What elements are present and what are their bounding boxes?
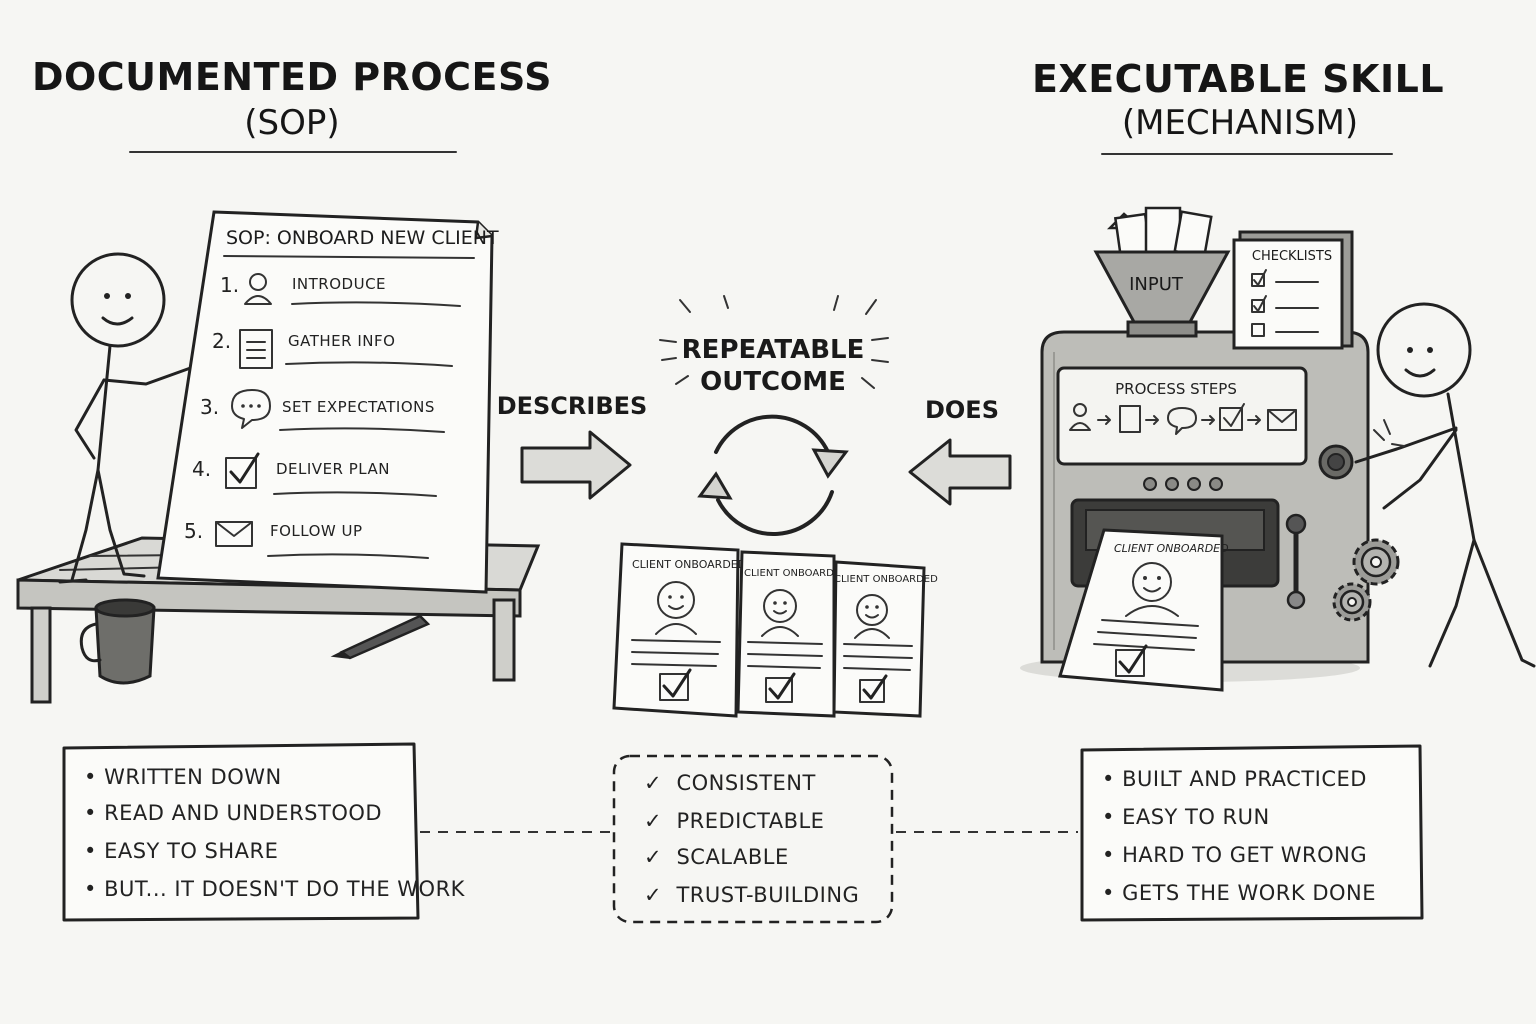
center-check-1: ✓ Consistent — [644, 771, 816, 795]
sop-title: SOP: Onboard New Client — [226, 227, 499, 249]
arrow-icon — [1097, 415, 1111, 425]
sop-step-number: 5. — [184, 519, 203, 543]
sop-step-label: Deliver Plan — [276, 460, 390, 478]
stick-figure-operator — [1354, 302, 1536, 668]
checkbox-icon — [659, 668, 692, 701]
arrow-icon — [1201, 415, 1215, 425]
sop-step-number: 4. — [192, 457, 211, 481]
arrow-left-icon — [908, 438, 1012, 506]
left-bullet-4: • But... it doesn't do the work — [84, 877, 466, 901]
left-bullet-1: • Written down — [84, 765, 282, 789]
left-subtitle: (SOP) — [244, 103, 339, 143]
burst-lines — [659, 295, 889, 389]
sop-step-1: 1. Introduce — [220, 273, 461, 307]
sop-document: SOP: Onboard New Client — [156, 210, 499, 594]
pen-icon — [330, 614, 431, 660]
smiley-face-icon — [761, 589, 799, 637]
checkbox-icon — [1115, 644, 1148, 677]
center-checks-box: ✓ Consistent ✓ Predictable ✓ Scalable ✓ … — [612, 754, 894, 924]
client-card-3: Client Onboarded — [832, 560, 938, 718]
checkbox-icon — [765, 672, 796, 703]
sop-step-label: Introduce — [292, 275, 386, 293]
document-icon — [239, 329, 273, 369]
machine-indicator-light — [1143, 477, 1157, 491]
checkbox-icon — [1251, 269, 1319, 287]
sop-step-label: Follow Up — [270, 522, 363, 540]
stick-figure-presenter — [58, 252, 204, 584]
client-card-1: Client Onboarded — [612, 542, 746, 718]
right-bullet-3: • Hard to get wrong — [1102, 843, 1367, 867]
left-title: Documented Process — [32, 55, 552, 99]
checkbox-icon — [1251, 295, 1319, 313]
sop-step-number: 1. — [220, 273, 239, 297]
sop-step-4: 4. Deliver Plan — [192, 452, 437, 497]
left-bullet-3: • Easy to share — [84, 839, 278, 863]
coffee-mug-icon — [79, 598, 156, 685]
arrow-icon — [1145, 415, 1159, 425]
right-bullet-2: • Easy to run — [1102, 805, 1270, 829]
machine-indicator-light — [1165, 477, 1179, 491]
envelope-icon — [1267, 409, 1297, 431]
process-steps-screen — [1056, 366, 1308, 466]
gear-icon — [1352, 538, 1400, 586]
sop-step-number: 2. — [212, 329, 231, 353]
input-label: Input — [1129, 274, 1184, 295]
card-label: Client Onboarded — [632, 558, 746, 571]
process-steps-label: Process Steps — [1115, 380, 1237, 398]
checkbox-icon — [859, 674, 888, 703]
envelope-icon — [215, 521, 253, 547]
sop-step-number: 3. — [200, 395, 219, 419]
input-hopper: Input — [1093, 206, 1231, 338]
sop-step-3: 3. Set Expectations — [200, 389, 445, 433]
smiley-face-icon — [854, 594, 890, 639]
person-icon — [244, 273, 272, 305]
sop-step-5: 5. Follow Up — [184, 519, 429, 559]
machine-indicator-light — [1209, 477, 1223, 491]
checkbox-icon — [1251, 323, 1319, 337]
left-bullets-box: • Written down • Read and understood • E… — [62, 742, 466, 922]
sop-step-2: 2. Gather Info — [212, 329, 453, 369]
checklists-label: Checklists — [1252, 249, 1332, 264]
arrow-icon — [1247, 415, 1261, 425]
machine-indicator-light — [1187, 477, 1201, 491]
output-label: Client Onboarded — [1114, 542, 1229, 555]
card-label: Client Onboarded — [744, 568, 848, 579]
checkbox-icon — [1219, 407, 1243, 431]
speech-bubble-icon — [231, 389, 271, 429]
right-title: Executable Skill — [1032, 57, 1444, 101]
center-title-line1: Repeatable — [682, 335, 865, 365]
center-check-3: ✓ Scalable — [644, 845, 789, 869]
sop-step-label: Gather Info — [288, 332, 395, 350]
client-card-2: Client Onboarded — [736, 550, 848, 718]
lever-knob — [1285, 513, 1307, 535]
gear-icon — [1332, 582, 1372, 622]
center-title-line2: Outcome — [700, 367, 846, 397]
output-document: Client Onboarded — [1058, 528, 1229, 692]
smiley-face-icon — [655, 581, 697, 635]
arrow-right-icon — [520, 430, 632, 500]
does-label: Does — [925, 396, 999, 424]
center-check-4: ✓ Trust-building — [644, 883, 859, 907]
cycle-arrows-icon — [697, 414, 849, 536]
describes-label: Describes — [497, 392, 648, 420]
checkbox-icon — [225, 452, 260, 489]
sop-step-label: Set Expectations — [282, 398, 435, 416]
right-bullets-box: • Built and practiced • Easy to run • Ha… — [1080, 744, 1424, 922]
document-icon — [1119, 405, 1141, 433]
center-check-2: ✓ Predictable — [644, 809, 824, 833]
checklists-board: Checklists — [1232, 230, 1354, 350]
right-bullet-1: • Built and practiced — [1102, 767, 1367, 791]
process-steps-icons — [1069, 403, 1297, 435]
right-subtitle: (Mechanism) — [1122, 103, 1358, 143]
speech-bubble-icon — [1167, 407, 1197, 435]
smiley-face-icon — [1125, 562, 1179, 617]
right-bullet-4: • Gets the work done — [1102, 881, 1376, 905]
left-bullet-2: • Read and understood — [84, 801, 382, 825]
card-label: Client Onboarded — [834, 574, 938, 585]
